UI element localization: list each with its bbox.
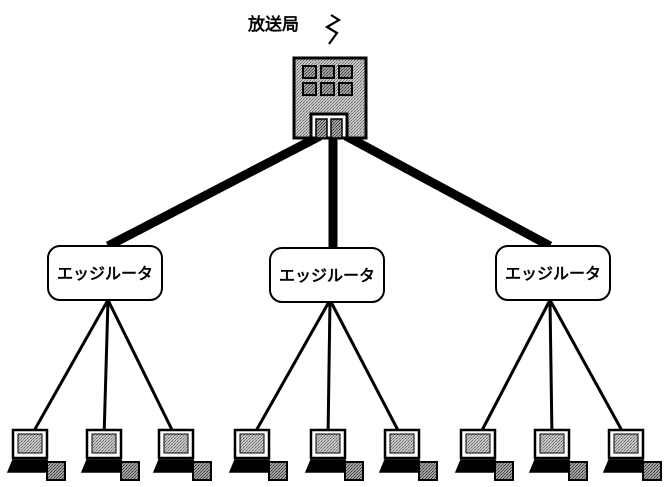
side-unit [344,461,364,481]
edge-router-label: エッジルータ [57,264,153,283]
side-unit [268,461,288,481]
edge-router-right: エッジルータ [495,245,611,301]
access-link [106,299,178,439]
keyboard-base [80,459,128,473]
monitor-screen [613,433,639,454]
pc-terminal-icon [454,428,514,481]
side-unit [46,461,66,481]
access-link [548,299,628,439]
edge-router-box [495,245,611,301]
keyboard-base [454,459,502,473]
side-unit [642,461,662,481]
keyboard-base [528,459,576,473]
station-windows [302,65,353,96]
edge-router-left: エッジルータ [47,245,163,301]
monitor-screen [91,433,117,454]
keyboard-base [228,459,276,473]
edge-router-center: エッジルータ [269,247,385,303]
side-unit [120,461,140,481]
side-unit [568,461,588,481]
monitor-screen [539,433,565,454]
access-link [476,299,552,439]
pc-terminal-icon [378,428,438,481]
monitor-screen [315,433,341,454]
backbone-link-right [343,132,553,250]
terminals [6,428,662,481]
side-unit [192,461,212,481]
side-unit [418,461,438,481]
pc-terminal-icon [602,428,662,481]
access-link [328,299,404,439]
keyboard-base [304,459,352,473]
broadcast-station: 放送局 [247,14,368,140]
access-link [28,299,110,439]
access-links [28,299,628,439]
keyboard-base [6,459,54,473]
pc-terminal-icon [304,428,364,481]
pc-terminal-icon [152,428,212,481]
monitor-screen [389,433,415,454]
backbone-links [105,132,553,250]
access-link [250,299,332,439]
monitor-screen [17,433,43,454]
side-unit [494,461,514,481]
monitor-screen [465,433,491,454]
monitor-screen [239,433,265,454]
edge-router-box [269,247,385,303]
keyboard-base [378,459,426,473]
access-link [548,299,554,439]
keyboard-base [602,459,650,473]
keyboard-base [152,459,200,473]
access-link [326,299,332,439]
edge-router-label: エッジルータ [505,264,601,283]
broadcast-signal-icon [324,14,342,45]
edge-router-box [47,245,163,301]
edge-router-label: エッジルータ [279,266,375,285]
backbone-link-left [105,132,323,250]
pc-terminal-icon [528,428,588,481]
station-label: 放送局 [247,14,299,35]
access-link [102,299,110,439]
monitor-screen [163,433,189,454]
pc-terminal-icon [80,428,140,481]
pc-terminal-icon [6,428,66,481]
pc-terminal-icon [228,428,288,481]
